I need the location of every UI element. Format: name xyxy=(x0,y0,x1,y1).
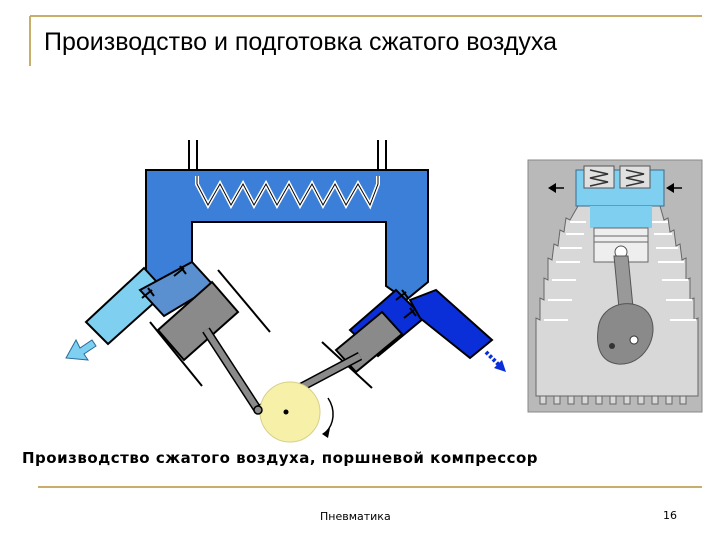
outlet-port xyxy=(408,288,494,360)
header-frame xyxy=(29,15,702,66)
valve-spring-left xyxy=(589,169,609,187)
air-inlet-arrow-icon xyxy=(65,338,97,361)
left-outlet-valve xyxy=(141,287,155,299)
crankshaft-wheel xyxy=(259,381,321,443)
crank-center xyxy=(283,409,289,415)
slide-title: Производство и подготовка сжатого воздух… xyxy=(44,28,558,56)
air-outlet-arrow-icon xyxy=(484,350,506,372)
inlet-arrow-left-icon xyxy=(548,183,564,193)
compressor-cutaway xyxy=(527,159,703,413)
cooling-fins-left xyxy=(544,221,586,321)
crank-pin xyxy=(253,405,263,415)
cooling-fins-right xyxy=(652,221,696,321)
valve-spring-right xyxy=(625,169,645,187)
diagram-caption: Производство сжатого воздуха, поршневой … xyxy=(22,449,539,467)
inlet-arrow-right-icon xyxy=(666,183,682,193)
compression-chamber xyxy=(590,206,652,228)
right-valve xyxy=(395,289,409,301)
compressor-schematic xyxy=(65,140,506,443)
footer-subject: Пневматика xyxy=(320,510,391,523)
rotation-arrow-icon xyxy=(325,397,334,433)
left-piston xyxy=(156,280,240,362)
page-number: 16 xyxy=(663,509,677,522)
left-intake-valve xyxy=(173,265,187,277)
finned-cylinder-body xyxy=(535,205,699,397)
crankcase-teeth xyxy=(539,395,687,405)
